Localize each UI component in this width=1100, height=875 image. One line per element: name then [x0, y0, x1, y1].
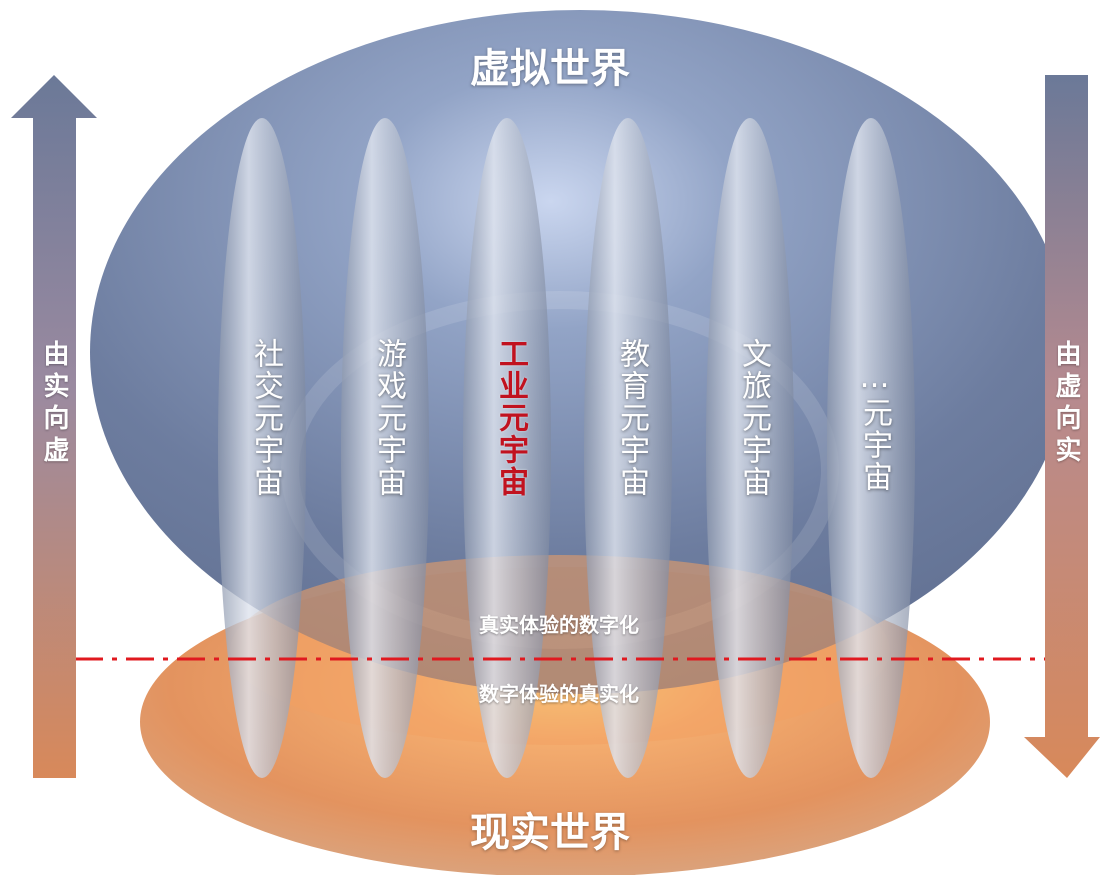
arrow-right-caption: 由虚向实	[1051, 340, 1081, 468]
pillar-culture-tourism	[706, 118, 794, 778]
virtual-world-sphere	[90, 10, 1070, 694]
overlap-glow	[230, 555, 890, 745]
pillar-industrial	[463, 118, 551, 778]
pillar-more	[827, 118, 915, 778]
pillar-game	[341, 118, 429, 778]
pillar-label-industrial: 工业元宇宙	[493, 338, 528, 498]
arrow-left-caption: 由实向虚	[39, 340, 69, 468]
arrow-up-icon	[11, 75, 97, 778]
pillar-label-culture-tourism: 文旅元宇宙	[736, 338, 771, 498]
digitalization-label: 真实体验的数字化	[479, 613, 639, 637]
pillar-label-social: 社交元宇宙	[248, 338, 283, 498]
pillar-label-education: 教育元宇宙	[614, 338, 649, 498]
pillar-label-game: 游戏元宇宙	[371, 338, 406, 498]
arrow-down-icon	[1024, 75, 1100, 778]
pillar-education	[584, 118, 672, 778]
realization-label: 数字体验的真实化	[479, 682, 639, 706]
real-world-title: 现实世界	[470, 810, 630, 856]
pillar-social	[218, 118, 306, 778]
virtual-world-title: 虚拟世界	[470, 46, 630, 92]
pillar-label-more: …元宇宙	[857, 360, 892, 493]
